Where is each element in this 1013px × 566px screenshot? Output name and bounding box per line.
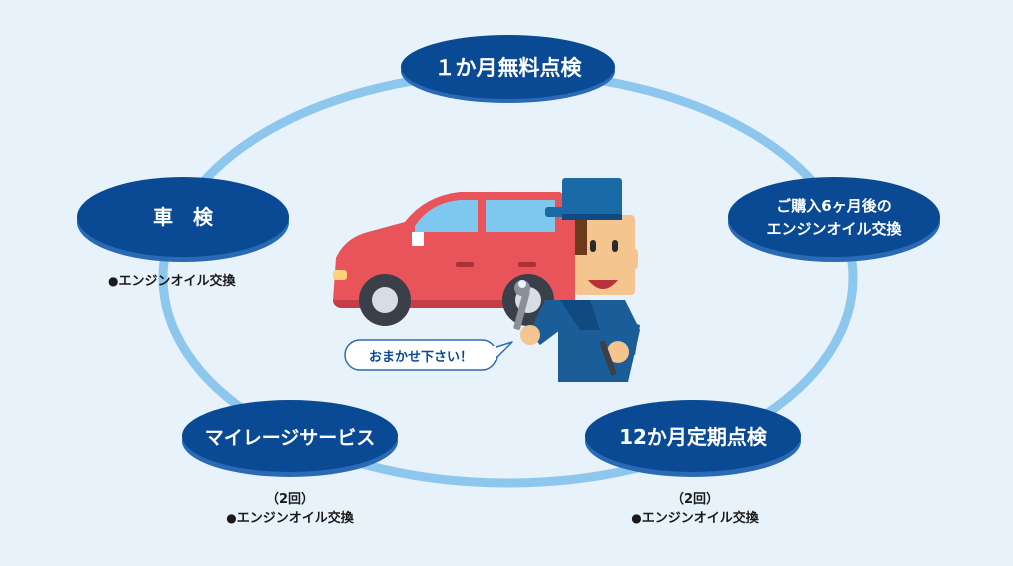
note-bullet: ●: [108, 274, 119, 288]
node-6-month-label-line1: ご購入6ヶ月後の: [776, 197, 891, 215]
node-6-month-label-line2: エンジンオイル交換: [766, 220, 902, 238]
node-6-month-oil-change: ご購入6ヶ月後の エンジンオイル交換: [728, 177, 940, 262]
node-mileage-service: マイレージサービス: [182, 400, 398, 477]
note-text: エンジンオイル交換: [641, 511, 759, 526]
note-bullet: ●: [631, 511, 642, 525]
node-mileage-label: マイレージサービス: [205, 427, 376, 449]
node-1-month-inspection: １か月無料点検: [401, 35, 615, 103]
note-12-month-inspection: （2回） ●エンジンオイル交換: [620, 491, 770, 528]
node-vehicle-inspection: 車 検: [77, 177, 289, 262]
note-mileage-service: （2回） ●エンジンオイル交換: [215, 491, 365, 528]
car-illustration: [333, 192, 575, 326]
mechanic-illustration: [513, 178, 640, 382]
note-vehicle-inspection: ●エンジンオイル交換: [108, 272, 236, 291]
note-bullet: ●: [226, 511, 237, 525]
note-count: （2回）: [670, 492, 720, 507]
node-12-month-inspection: 12か月定期点検: [585, 400, 801, 477]
node-vehicle-inspection-label: 車 検: [153, 205, 214, 229]
speech-bubble: おまかせ下さい！: [344, 339, 513, 371]
speech-bubble-text: おまかせ下さい！: [369, 350, 473, 365]
note-text: エンジンオイル交換: [236, 511, 354, 526]
node-1-month-label: １か月無料点検: [435, 56, 583, 80]
note-text: エンジンオイル交換: [118, 274, 236, 289]
node-12-month-label: 12か月定期点検: [619, 425, 768, 449]
note-count: （2回）: [265, 492, 315, 507]
